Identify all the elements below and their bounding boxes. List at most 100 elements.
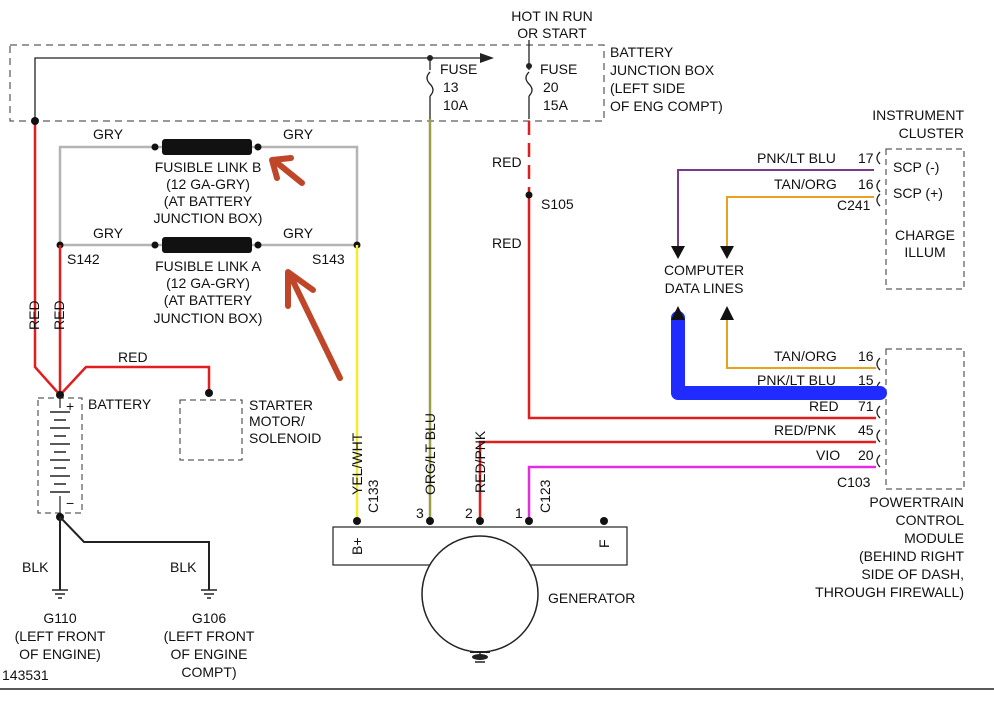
arrow-up-left: [671, 306, 685, 320]
fusible-link-a-label-1: FUSIBLE LINK A: [155, 258, 261, 274]
pcm-label-1: POWERTRAIN: [869, 494, 964, 510]
g110-label-3: OF ENGINE): [19, 646, 101, 662]
pcm-pin-45-label: 45: [858, 422, 874, 438]
g106-label-3: OF ENGINE: [170, 646, 247, 662]
tan-org-wire-bottom: [726, 318, 876, 369]
pnk-lt-blu-bottom-label: PNK/LT BLU: [757, 372, 836, 388]
arrow-down-right: [720, 246, 734, 259]
arrow-down-left: [671, 246, 685, 259]
starter-terminal: [205, 389, 213, 397]
link-b-end-right: [254, 143, 262, 151]
gry-label-4: GRY: [283, 225, 314, 241]
pcm-pin-71-label: 71: [858, 398, 874, 414]
yel-wht-label: YEL/WHT: [349, 432, 365, 495]
computer-data-lines-label-2: DATA LINES: [665, 280, 744, 296]
bjb-label-2: JUNCTION BOX: [610, 62, 715, 78]
hot-in-run-label-2: OR START: [517, 25, 587, 41]
vio-label: VIO: [816, 447, 840, 463]
generator-body: [421, 535, 539, 653]
bjb-label-4: OF ENG COMPT): [610, 98, 723, 114]
tan-org-bottom-label: TAN/ORG: [774, 348, 837, 364]
charge-illum-label-2: ILLUM: [904, 244, 945, 260]
gen-pin-3-label: 3: [416, 505, 424, 521]
fuse20-label-3: 15A: [543, 97, 569, 113]
pcm-pin-16-label: 16: [858, 348, 874, 364]
red-pcm-label: RED: [809, 398, 839, 414]
ic-pin-16-label: 16: [858, 176, 874, 192]
fusible-link-b-label-2: (12 GA-GRY): [166, 176, 250, 192]
annotation-arrow-link-b: [269, 155, 305, 186]
fusible-link-b: [162, 139, 252, 155]
c133-label: C133: [365, 479, 381, 513]
red-pnk-wire: [478, 440, 876, 521]
pcm-pin-20-label: 20: [858, 447, 874, 463]
gen-pin-1-label: 1: [515, 505, 523, 521]
red-starter-label: RED: [118, 349, 148, 365]
gry-label-3: GRY: [93, 225, 124, 241]
pcm-label-4: (BEHIND RIGHT: [859, 548, 964, 564]
fuse13-label-3: 10A: [443, 97, 469, 113]
pcm-pin-16-symbol: [876, 357, 881, 371]
fuse20-label-1: FUSE: [540, 61, 577, 77]
g110-label-1: G110: [43, 610, 76, 626]
figure-id: 143531: [2, 667, 49, 683]
battery-label: BATTERY: [88, 396, 152, 412]
starter-motor-box: [179, 399, 243, 461]
red-label-s105: RED: [492, 235, 522, 251]
instrument-cluster-box: [885, 148, 965, 290]
splice-s105: [525, 191, 533, 199]
starter-label-3: SOLENOID: [249, 430, 321, 446]
link-a-end-left: [151, 241, 159, 249]
bplus-label: B+: [349, 537, 365, 555]
tan-org-wire-top: [726, 196, 874, 248]
c241-label: C241: [837, 197, 871, 213]
ic-pin-16-symbol: [876, 179, 881, 193]
scp-minus-label: SCP (-): [893, 159, 939, 175]
blk-wire-g106: [59, 516, 210, 590]
scp-plus-label: SCP (+): [893, 185, 943, 201]
red-wire-pcm71: [527, 195, 876, 420]
battery: + −: [37, 397, 83, 517]
fusible-link-a: [162, 237, 252, 253]
ground-g110-icon: [52, 589, 68, 599]
pcm-pin-45-symbol: [876, 429, 881, 443]
c103-label: C103: [837, 474, 871, 490]
pcm-label-2: CONTROL: [896, 512, 965, 528]
pcm-pin-20-symbol: [876, 454, 881, 468]
bjb-feed-arrow: [480, 53, 494, 63]
fusible-link-b-label-1: FUSIBLE LINK B: [155, 159, 262, 175]
s105-label: S105: [541, 196, 574, 212]
fuse20-label-2: 20: [543, 79, 559, 95]
annotation-arrow-link-a: [285, 269, 343, 381]
gen-pin-f: [600, 517, 608, 525]
pcm-box: [885, 348, 965, 490]
bjb-label-1: BATTERY: [610, 44, 674, 60]
svg-text:+: +: [66, 398, 74, 414]
red-wire-bjb-battery: [33, 121, 61, 396]
red-label-fuse20: RED: [492, 154, 522, 170]
fuse13-label-1: FUSE: [440, 61, 477, 77]
gen-pin-2-label: 2: [465, 505, 473, 521]
generator-ground-icon: [470, 651, 490, 663]
blue-highlight-data-line: [671, 311, 887, 400]
starter-label-2: MOTOR/: [249, 413, 305, 429]
pcm-label-6: THROUGH FIREWALL): [815, 584, 964, 600]
arrow-up-right: [720, 306, 734, 320]
blk-label-1: BLK: [22, 559, 49, 575]
g106-label-2: (LEFT FRONT: [164, 628, 255, 644]
gry-label-1: GRY: [93, 126, 124, 142]
starter-label-1: STARTER: [249, 397, 313, 413]
red-pnk-vertical-label: RED/PNK: [472, 430, 488, 493]
generator-label: GENERATOR: [548, 590, 635, 606]
bjb-label-3: (LEFT SIDE: [610, 80, 685, 96]
pcm-pin-15-label: 15: [858, 372, 874, 388]
gen-pin-3: [426, 517, 434, 525]
charge-illum-label-1: CHARGE: [895, 227, 955, 243]
red-pnk-pcm-label: RED/PNK: [774, 422, 837, 438]
fusible-link-b-label-4: JUNCTION BOX): [154, 210, 263, 226]
s143-label: S143: [312, 251, 345, 267]
pcm-label-5: SIDE OF DASH,: [861, 566, 964, 582]
bjb-feed-line: [34, 57, 480, 119]
org-lt-blu-label: ORG/LT BLU: [422, 413, 438, 495]
